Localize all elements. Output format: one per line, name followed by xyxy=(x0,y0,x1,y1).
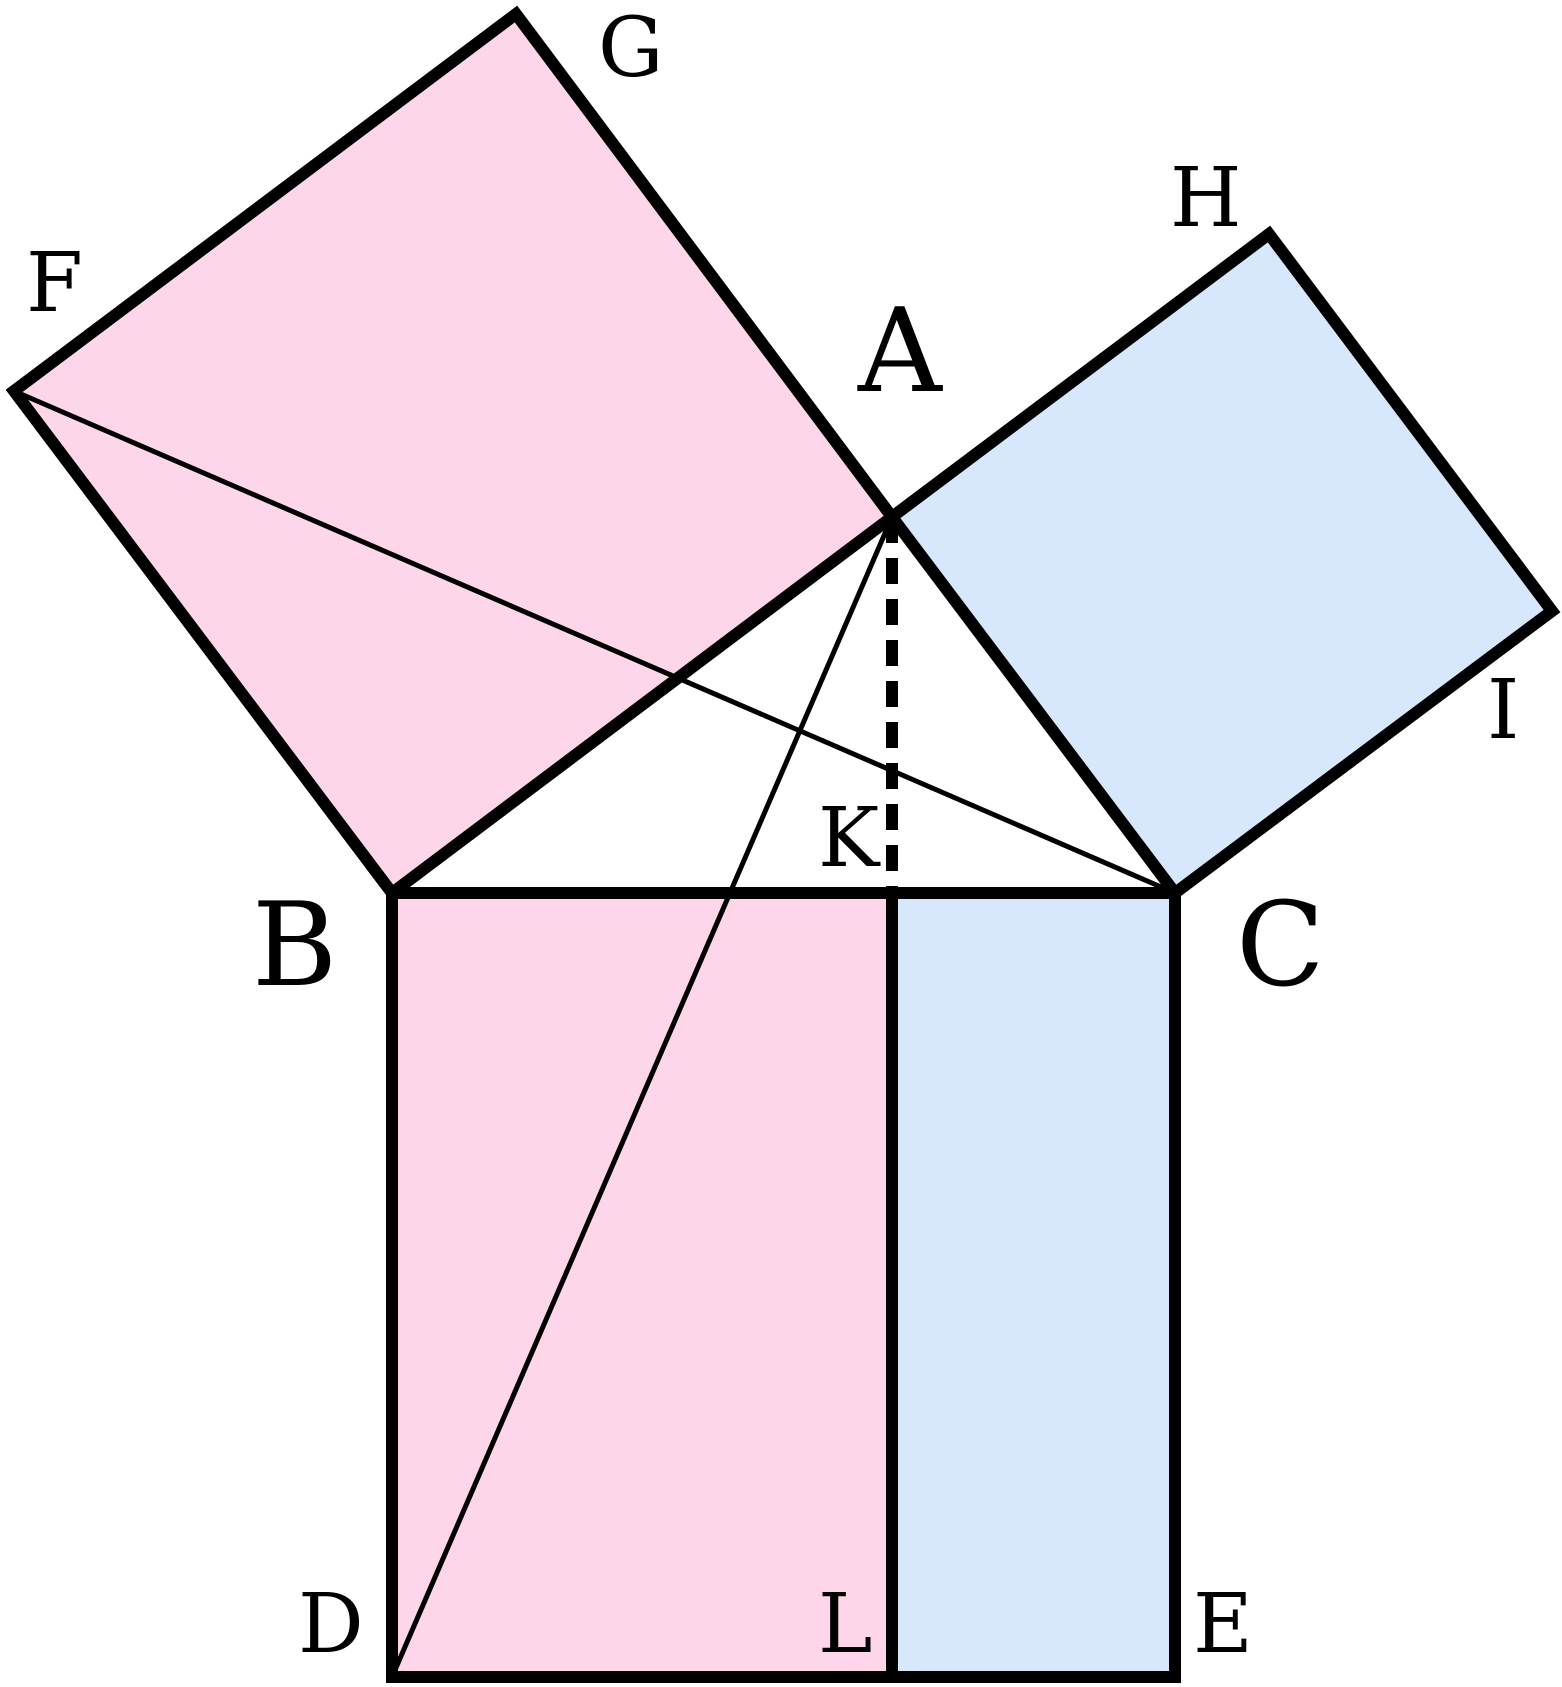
square-abfg-outline xyxy=(5,5,901,902)
label-a: A xyxy=(857,284,943,419)
label-c: C xyxy=(1236,878,1325,1013)
square-bcde-outline xyxy=(386,893,1181,1683)
label-g: G xyxy=(598,1,664,96)
rectangle-klec xyxy=(892,893,1175,1677)
label-d: D xyxy=(298,1577,364,1672)
label-k: K xyxy=(818,791,881,886)
label-e: E xyxy=(1193,1577,1253,1672)
line-fc xyxy=(13,388,1176,896)
label-b: B xyxy=(252,878,337,1013)
line-ad xyxy=(389,516,895,1678)
rectangle-bdlk xyxy=(392,893,892,1677)
square-achi-outline xyxy=(883,225,1561,902)
label-h: H xyxy=(1170,151,1242,246)
square-abfg xyxy=(14,14,892,893)
square-achi xyxy=(892,234,1552,893)
label-f: F xyxy=(26,236,83,331)
label-i: I xyxy=(1487,663,1519,758)
label-l: L xyxy=(818,1577,872,1672)
